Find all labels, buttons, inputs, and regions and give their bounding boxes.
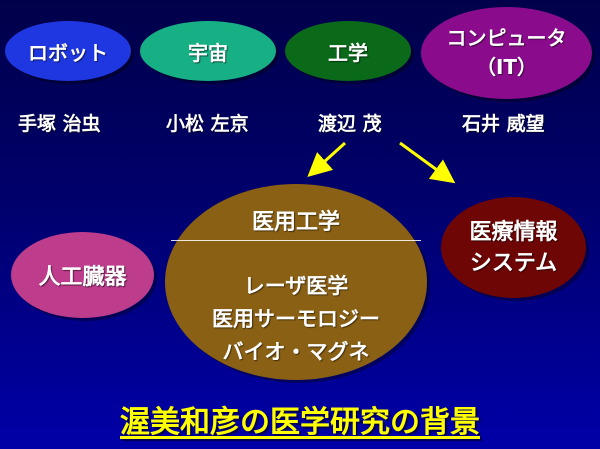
arrow-to-medical-info [399, 141, 456, 184]
oval-medical-info-line2: システム [469, 250, 558, 276]
medical-engineering-item-biomagnetics: バイオ・マグネ [222, 340, 370, 364]
medical-engineering-item-laser: レーザ医学 [243, 274, 349, 298]
oval-space-label: 宇宙 [188, 40, 228, 65]
oval-medical-info: 医療情報 システム [441, 197, 586, 298]
oval-robot: ロボット [5, 21, 131, 81]
slide-title: 渥美和彦の医学研究の背景 [120, 405, 480, 440]
oval-medical-info-line1: 医療情報 [469, 219, 558, 245]
oval-engineering-label: 工学 [328, 40, 368, 65]
oval-computer-line2: （IT） [475, 55, 538, 79]
person-watanabe: 渡辺 茂 [318, 113, 382, 135]
oval-artificial-organs: 人工臓器 [11, 232, 154, 318]
oval-computer: コンピュータ （IT） [421, 7, 592, 99]
oval-computer-line1: コンピュータ [446, 26, 567, 50]
person-tezuka: 手塚 治虫 [18, 113, 101, 135]
medical-engineering-item-thermology: 医用サーモロジー [212, 307, 380, 331]
person-ishii: 石井 威望 [462, 113, 545, 135]
oval-space: 宇宙 [140, 21, 276, 81]
person-komatsu: 小松 左京 [166, 113, 249, 135]
oval-robot-label: ロボット [28, 40, 108, 65]
oval-medical-engineering: 医用工学 レーザ医学 医用サーモロジー バイオ・マグネ [165, 184, 427, 380]
arrow-to-medical-engineering [307, 141, 347, 178]
oval-artificial-organs-label: 人工臓器 [38, 265, 127, 290]
medical-engineering-heading: 医用工学 [251, 210, 340, 235]
oval-engineering: 工学 [285, 21, 411, 81]
medical-engineering-divider [171, 240, 421, 241]
